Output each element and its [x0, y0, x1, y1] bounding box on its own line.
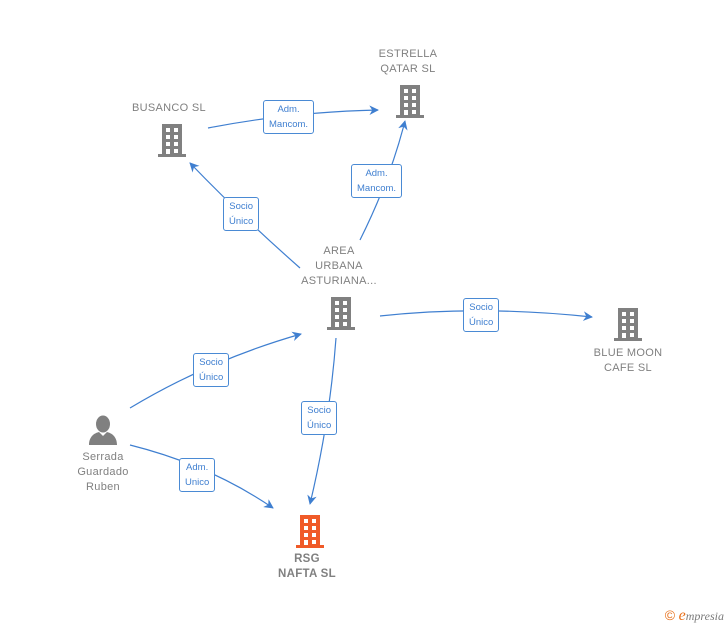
node-label: BLUE MOON CAFE SL — [593, 347, 663, 374]
node-label: Serrada Guardado Ruben — [77, 451, 129, 493]
person-icon[interactable] — [87, 414, 119, 446]
building-icon[interactable] — [293, 513, 327, 549]
footer-brand: © empresia — [665, 607, 724, 625]
edge-label-person-area[interactable]: Socio Único — [193, 353, 230, 387]
edge-label-area-rsg[interactable]: Socio Único — [301, 401, 338, 435]
edge-label-area-bluemoon[interactable]: Socio Único — [463, 298, 500, 332]
building-icon[interactable] — [611, 306, 645, 342]
edge-label-busanco-estrella[interactable]: Adm. Mancom. — [263, 100, 315, 134]
node-label: RSG NAFTA SL — [278, 553, 336, 580]
node-estrella-qatar[interactable]: ESTRELLA QATAR SL — [368, 47, 448, 77]
edge-label-person-rsg[interactable]: Adm. Unico — [179, 458, 216, 492]
node-area-urbana[interactable]: AREA URBANA ASTURIANA... — [289, 244, 389, 289]
building-icon[interactable] — [155, 122, 189, 158]
brand-logo-text: mpresia — [685, 609, 724, 623]
building-icon[interactable] — [324, 295, 358, 331]
building-icon[interactable] — [393, 83, 427, 119]
node-label: BUSANCO SL — [132, 102, 206, 114]
node-busanco[interactable]: BUSANCO SL — [119, 101, 219, 116]
copyright-icon: © — [664, 607, 676, 623]
node-rsg-nafta[interactable]: RSG NAFTA SL — [257, 552, 357, 582]
edge-label-area-estrella[interactable]: Adm. Mancom. — [351, 164, 403, 198]
node-label: ESTRELLA QATAR SL — [378, 48, 438, 75]
node-label: AREA URBANA ASTURIANA... — [301, 245, 377, 287]
brand-logo-initial: e — [678, 607, 686, 624]
node-blue-moon[interactable]: BLUE MOON CAFE SL — [578, 346, 678, 376]
node-person-serrada[interactable]: Serrada Guardado Ruben — [53, 450, 153, 495]
edge-label-area-busanco[interactable]: Socio Único — [223, 197, 260, 231]
